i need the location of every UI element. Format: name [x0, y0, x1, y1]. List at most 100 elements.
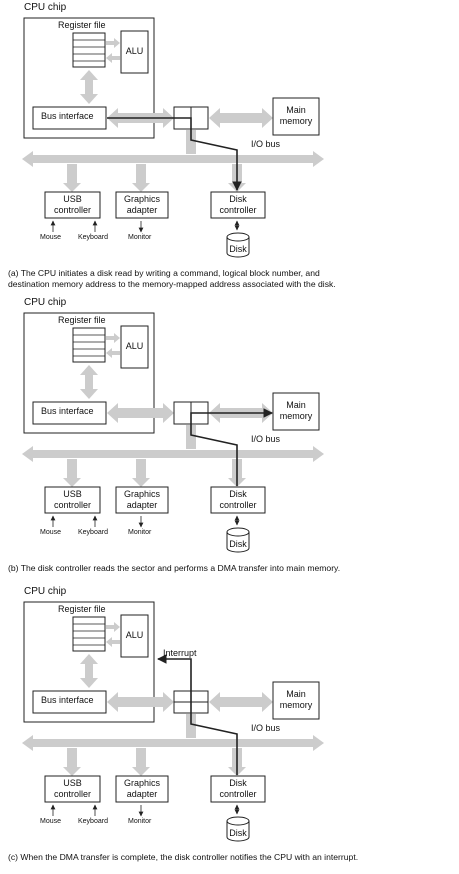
usb-connector — [63, 164, 81, 192]
bus-interface-box — [32, 106, 107, 130]
graphics-line-1: Graphics — [123, 778, 160, 788]
disk-label: Disk — [229, 539, 247, 549]
graphics-connector — [132, 459, 150, 487]
main-memory-line-2: memory — [279, 116, 313, 126]
disk-label: Disk — [229, 828, 247, 838]
alu-to-reg-arrow — [106, 53, 120, 63]
graphics-adapter-box — [115, 775, 169, 803]
disk-ctrl-line-2: controller — [219, 500, 257, 510]
monitor-label: Monitor — [128, 529, 152, 536]
caption-line-2: destination memory address to the memory… — [8, 279, 336, 289]
disk-ctrl-line-1: Disk — [229, 778, 247, 788]
data-flow-path — [157, 654, 238, 775]
reg-to-alu-arrow — [106, 333, 120, 343]
graphics-line-1: Graphics — [123, 489, 160, 499]
usb-controller-box — [44, 191, 101, 219]
main-memory-line-2: memory — [279, 700, 313, 710]
disk-icon — [226, 816, 250, 842]
keyboard-label: Keyboard — [78, 818, 108, 825]
bus-interface-box — [32, 690, 107, 714]
main-memory-line-1: Main — [286, 105, 306, 115]
data-flow-path — [190, 408, 273, 486]
io-bus-label: I/O bus — [251, 434, 281, 444]
usb-controller-label: USB controller — [45, 778, 100, 800]
cpu-chip-box — [23, 312, 155, 434]
disk-icon — [226, 232, 250, 258]
diagram-panel-b: CPU chip Register file ALU Bus interface… — [0, 295, 459, 590]
graphics-adapter-box — [115, 191, 169, 219]
register-file-icon — [72, 32, 106, 68]
graphics-adapter-box — [115, 486, 169, 514]
panel-caption: (c) When the DMA transfer is complete, t… — [8, 852, 456, 863]
cpu-chip-label: CPU chip — [24, 2, 67, 13]
main-memory-box — [272, 97, 320, 136]
io-bus-label: I/O bus — [251, 723, 281, 733]
usb-line-2: controller — [53, 789, 91, 799]
graphics-line-2: adapter — [126, 789, 158, 799]
interrupt-label: Interrupt — [163, 648, 197, 658]
bus-interface-box — [32, 401, 107, 425]
graphics-connector — [132, 748, 150, 776]
main-memory-box — [272, 392, 320, 431]
alu-box — [120, 30, 149, 74]
system-bus-arrow — [107, 403, 174, 423]
cpu-to-disk-path — [107, 117, 242, 191]
bus-interface-label: Bus interface — [41, 406, 94, 416]
usb-connector — [63, 459, 81, 487]
reg-bus-arrow — [80, 70, 98, 104]
register-file-label: Register file — [58, 604, 106, 614]
disk-controller-label: Disk controller — [211, 778, 265, 800]
bridge-io-connector — [186, 130, 196, 154]
main-memory-label: Main memory — [273, 400, 319, 422]
disk-controller-box — [210, 775, 266, 803]
reg-to-alu-arrow — [106, 622, 120, 632]
usb-line-1: USB — [63, 489, 82, 499]
keyboard-label: Keyboard — [78, 234, 108, 241]
alu-label: ALU — [125, 630, 144, 640]
cpu-chip-box — [23, 17, 155, 139]
io-bus-arrow — [22, 446, 324, 462]
graphics-line-2: adapter — [126, 500, 158, 510]
graphics-line-2: adapter — [126, 205, 158, 215]
register-file-label: Register file — [58, 20, 106, 30]
panel-graphics — [22, 17, 324, 258]
disk-icon — [226, 527, 250, 553]
system-bus-arrow — [107, 692, 174, 712]
usb-line-1: USB — [63, 778, 82, 788]
io-bus-arrow — [22, 735, 324, 751]
usb-line-2: controller — [53, 205, 91, 215]
register-file-label: Register file — [58, 315, 106, 325]
disk-ctrl-line-2: controller — [219, 789, 257, 799]
register-file-icon — [72, 327, 106, 363]
monitor-label: Monitor — [128, 818, 152, 825]
main-memory-label: Main memory — [273, 105, 319, 127]
alu-to-reg-arrow — [106, 637, 120, 647]
graphics-adapter-label: Graphics adapter — [116, 489, 168, 511]
disk-controller-label: Disk controller — [211, 194, 265, 216]
mouse-label: Mouse — [40, 818, 62, 825]
disk-controller-label: Disk controller — [211, 489, 265, 511]
main-memory-label: Main memory — [273, 689, 319, 711]
cpu-chip-label: CPU chip — [24, 586, 67, 597]
usb-controller-label: USB controller — [45, 194, 100, 216]
diagram-panel-c: CPU chip Register file ALU Bus interface… — [0, 584, 459, 867]
reg-to-alu-arrow — [106, 38, 120, 48]
disk-label: Disk — [229, 244, 247, 254]
bus-interface-label: Bus interface — [41, 695, 94, 705]
main-memory-line-2: memory — [279, 411, 313, 421]
usb-line-2: controller — [53, 500, 91, 510]
disk-controller-box — [210, 486, 266, 514]
graphics-connector — [132, 164, 150, 192]
panel-caption: (a) The CPU initiates a disk read by wri… — [8, 268, 456, 290]
disk-ctrl-line-1: Disk — [229, 489, 247, 499]
disk-to-memory-path — [190, 408, 273, 486]
alu-box — [120, 325, 149, 369]
data-flow-path — [107, 117, 242, 191]
monitor-label: Monitor — [128, 234, 152, 241]
memory-bus-arrow — [209, 108, 273, 128]
bridge-io-connector — [186, 425, 196, 449]
disk-ctrl-line-2: controller — [219, 205, 257, 215]
alu-to-reg-arrow — [106, 348, 120, 358]
disk-ctrl-line-1: Disk — [229, 194, 247, 204]
main-memory-line-1: Main — [286, 400, 306, 410]
